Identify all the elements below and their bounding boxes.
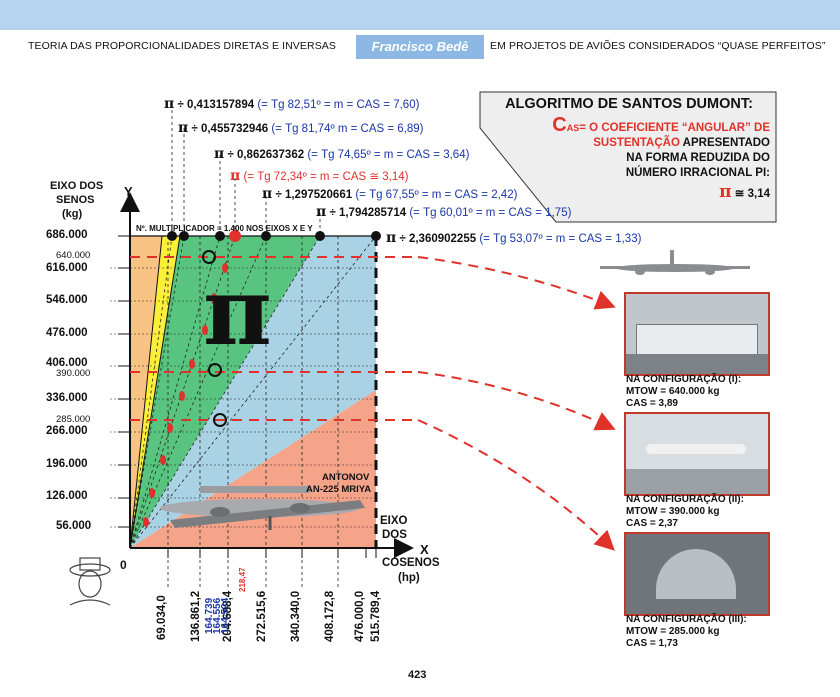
x-tick-label: 272.515,6 xyxy=(256,590,268,642)
algorithm-text: ALGORITMO DE SANTOS DUMONT: CAS= O COEFI… xyxy=(488,96,770,202)
vertical-guides xyxy=(167,104,339,588)
y-tick-label: 476.000 xyxy=(46,327,88,339)
x-axis-title-2: DOS xyxy=(382,529,407,541)
y-special-label: 285.000 xyxy=(56,414,91,425)
top-intersection-dots xyxy=(167,230,381,242)
x-axis-unit: (hp) xyxy=(398,572,420,584)
cas-sub: AS xyxy=(566,123,580,133)
slope-label-4: π (= Tg 72,34º = m = CAS ≅ 3,14) xyxy=(230,168,409,184)
x-axis-letter: X xyxy=(420,542,429,557)
y-axis-title-2: SENOS xyxy=(56,194,95,206)
plane-label-1: ANTONOV xyxy=(322,472,370,483)
y-axis-letter: Y xyxy=(124,184,133,199)
cas-c: C xyxy=(552,114,567,136)
x-special-red-label: 218,47 xyxy=(238,567,247,592)
algorithm-approx: ≅ 3,14 xyxy=(734,188,770,200)
x-axis-title-1: EIXO xyxy=(380,515,408,527)
algorithm-line2a: SUSTENTAÇÃO xyxy=(593,137,680,149)
algorithm-line2b: APRESENTADO xyxy=(679,137,770,149)
y-tick-marks xyxy=(118,235,130,528)
page-number: 423 xyxy=(408,669,427,681)
y-tick-label: 546.000 xyxy=(46,294,88,306)
y-tick-label: 266.000 xyxy=(46,425,88,437)
config-lines xyxy=(130,256,616,551)
header-left-title: TEORIA DAS PROPORCIONALIDADES DIRETAS E … xyxy=(28,40,337,52)
x-tick-label: 136.861,2 xyxy=(190,590,202,642)
y-tick-label: 196.000 xyxy=(46,458,88,470)
algorithm-box xyxy=(479,91,777,223)
x-tick-label: 340.340,0 xyxy=(290,590,302,642)
config-2-photo xyxy=(624,412,770,496)
horizontal-guides xyxy=(110,267,376,528)
santos-dumont-portrait xyxy=(69,557,111,606)
header-author: Francisco Bedê xyxy=(356,35,484,59)
y-axis-unit: (kg) xyxy=(62,208,83,220)
config-1-photo xyxy=(624,292,770,376)
x-tick-label: 408.172,8 xyxy=(324,590,336,642)
x-axis-title-3: COSENOS xyxy=(382,557,440,569)
small-plane-image xyxy=(600,250,750,275)
y-axis-title-1: EIXO DOS xyxy=(50,180,104,192)
pi-line-points xyxy=(143,263,228,527)
y-tick-label: 616.000 xyxy=(46,262,88,274)
slope-label-5: π ÷ 1,297520661 (= Tg 67,55º = m = CAS =… xyxy=(262,186,518,202)
slope-label-2: π ÷ 0,455732946 (= Tg 81,74º m = CAS = 6… xyxy=(178,120,424,136)
config-circles xyxy=(202,250,227,427)
antonov-plane-image xyxy=(160,486,365,530)
x-tick-label: 476.000,0 xyxy=(354,590,366,642)
config-3-photo xyxy=(624,532,770,616)
y-tick-label: 126.000 xyxy=(46,490,88,502)
slope-label-3: π ÷ 0,862637362 (= Tg 74,65º = m = CAS =… xyxy=(214,146,470,162)
x-special-blue-label: 164.524 xyxy=(220,597,231,634)
y-tick-label: 686.000 xyxy=(46,229,88,241)
y-special-label: 390.000 xyxy=(56,368,91,379)
x-tick-label: 69.034,0 xyxy=(156,595,168,640)
y-tick-label: 406.000 xyxy=(46,357,88,369)
header-right-title: EM PROJETOS DE AVIÕES CONSIDERADOS “QUAS… xyxy=(490,40,826,52)
y-tick-label: 56.000 xyxy=(56,520,92,532)
algorithm-line4: NÚMERO IRRACIONAL PI: xyxy=(625,167,770,179)
algorithm-line3: NA FORMA REDUZIDA DO xyxy=(626,152,770,164)
top-band xyxy=(0,0,840,30)
slope-label-6: π ÷ 1,794285714 (= Tg 60,01º = m = CAS =… xyxy=(316,204,572,220)
x-tick-marks xyxy=(167,548,377,558)
x-tick-label: 515.789,4 xyxy=(370,590,382,642)
algorithm-title: ALGORITMO DE SANTOS DUMONT: xyxy=(505,96,753,112)
multiplier-note: Nº. MULTIPLICADOR = 1.400 NOS EIXOS X E … xyxy=(136,224,313,233)
plane-label-2: AN-225 MRIYA xyxy=(306,484,372,495)
y-tick-label: 336.000 xyxy=(46,392,88,404)
slope-label-7: π ÷ 2,360902255 (= Tg 53,07º = m = CAS =… xyxy=(386,230,642,246)
y-special-label: 640.000 xyxy=(56,250,91,261)
big-pi-symbol: π xyxy=(203,257,272,367)
origin-label: 0 xyxy=(120,558,127,572)
slope-label-1: π ÷ 0,413157894 (= Tg 82,51º = m = CAS =… xyxy=(164,96,420,112)
algorithm-pi: π xyxy=(719,182,732,202)
algorithm-line1: = O COEFICIENTE “ANGULAR” DE xyxy=(579,122,770,134)
